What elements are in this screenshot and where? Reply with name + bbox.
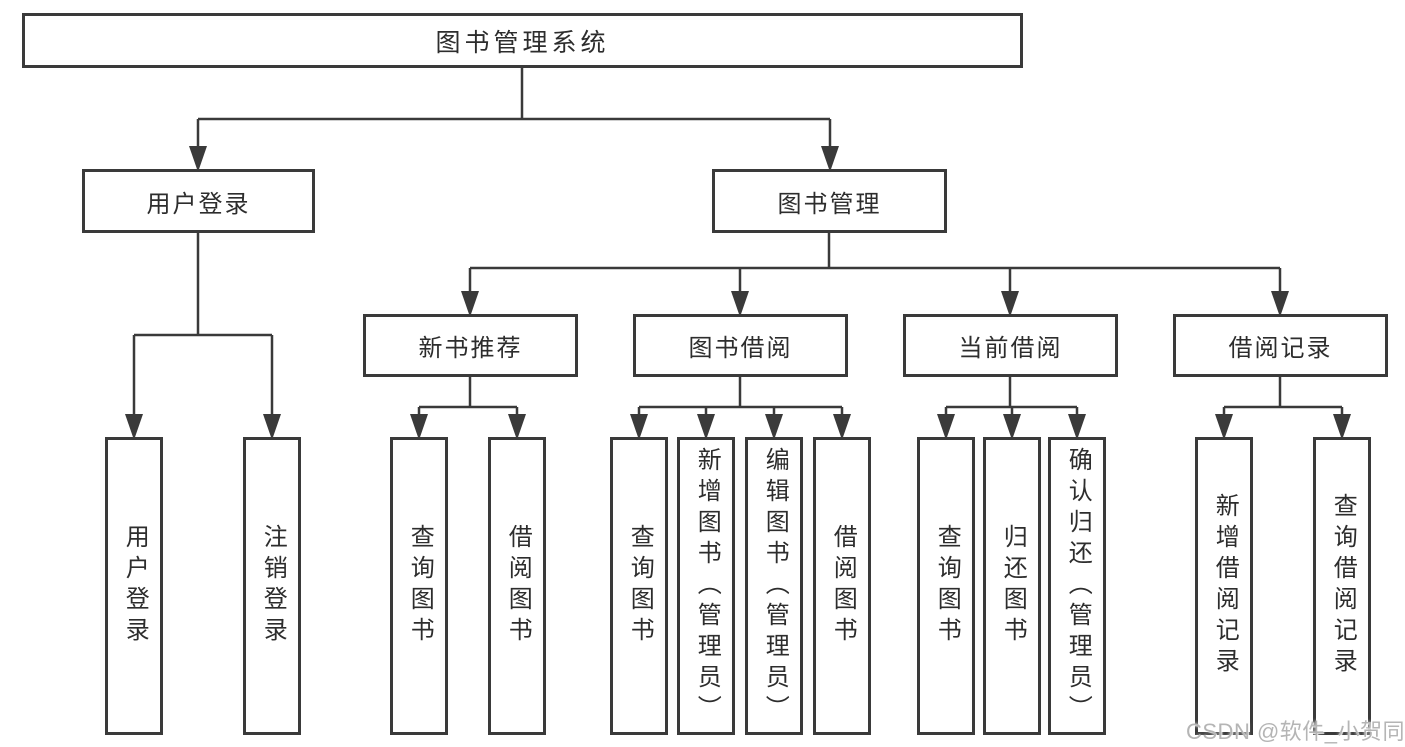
leaf-query-book-current-label: 查询图书 [933, 524, 961, 648]
leaf-borrow-book: 借阅图书 [813, 437, 871, 735]
leaf-add-book-admin-label: 新增图书（管理员） [693, 446, 721, 726]
node-new-book-recommend: 新书推荐 [363, 314, 578, 377]
leaf-return-book: 归还图书 [983, 437, 1041, 735]
node-borrow-records-label: 借阅记录 [1228, 335, 1333, 362]
leaf-query-book-borrow-label: 查询图书 [626, 524, 654, 648]
leaf-query-borrow-record: 查询借阅记录 [1313, 437, 1371, 735]
leaf-add-borrow-record-label: 新增借阅记录 [1211, 493, 1239, 679]
leaf-borrow-book-label: 借阅图书 [829, 524, 857, 648]
node-new-book-recommend-label: 新书推荐 [418, 335, 523, 362]
leaf-borrow-book-recommend-label: 借阅图书 [504, 524, 532, 648]
leaf-edit-book-admin-label: 编辑图书（管理员） [761, 446, 789, 726]
csdn-watermark: CSDN @软件_小贺同学 [1186, 719, 1405, 744]
leaf-logout-label: 注销登录 [259, 524, 287, 648]
node-root: 图书管理系统 [22, 13, 1023, 68]
node-current-borrow: 当前借阅 [903, 314, 1118, 377]
leaf-confirm-return-admin: 确认归还（管理员） [1048, 437, 1106, 735]
leaf-logout: 注销登录 [243, 437, 301, 735]
leaf-user-login: 用户登录 [105, 437, 163, 735]
node-borrow-records: 借阅记录 [1173, 314, 1388, 377]
leaf-confirm-return-admin-label: 确认归还（管理员） [1064, 446, 1092, 726]
leaf-add-borrow-record: 新增借阅记录 [1195, 437, 1253, 735]
node-user-login-label: 用户登录 [146, 190, 251, 218]
node-book-management: 图书管理 [712, 169, 947, 233]
node-book-borrow: 图书借阅 [633, 314, 848, 377]
leaf-user-login-label: 用户登录 [121, 524, 149, 648]
leaf-query-book-current: 查询图书 [917, 437, 975, 735]
leaf-query-book-recommend-label: 查询图书 [406, 524, 434, 648]
leaf-query-borrow-record-label: 查询借阅记录 [1329, 493, 1357, 679]
leaf-borrow-book-recommend: 借阅图书 [488, 437, 546, 735]
leaf-query-book-borrow: 查询图书 [610, 437, 668, 735]
leaf-edit-book-admin: 编辑图书（管理员） [745, 437, 803, 735]
node-user-login: 用户登录 [82, 169, 315, 233]
leaf-query-book-recommend: 查询图书 [390, 437, 448, 735]
node-current-borrow-label: 当前借阅 [958, 335, 1063, 362]
node-book-borrow-label: 图书借阅 [688, 335, 793, 362]
node-book-management-label: 图书管理 [777, 190, 882, 218]
node-root-label: 图书管理系统 [435, 28, 610, 57]
leaf-add-book-admin: 新增图书（管理员） [677, 437, 735, 735]
leaf-return-book-label: 归还图书 [999, 524, 1027, 648]
